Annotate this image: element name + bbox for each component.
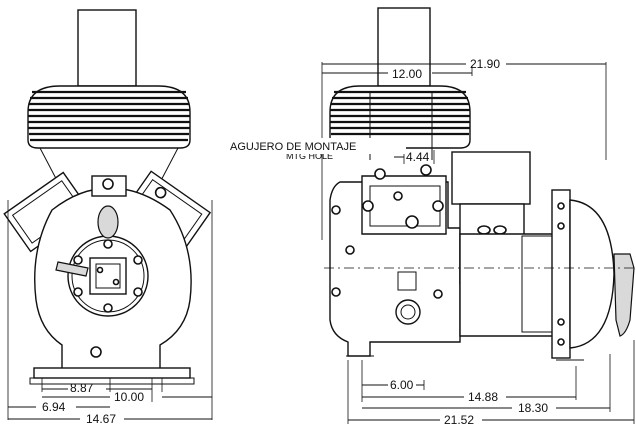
dimension-18-30: 18.30 [518, 401, 548, 415]
side-view-finned-head [329, 85, 471, 149]
end-view [3, 9, 212, 385]
dimension-21-90: 21.90 [470, 57, 500, 71]
mounting-hole-label-original: MTG HOLE [286, 151, 333, 161]
side-view [324, 7, 636, 361]
dimension-21-52: 21.52 [444, 413, 474, 427]
dimension-6-94: 6.94 [42, 400, 66, 414]
dimension-4-44: 4.44 [406, 150, 430, 164]
dimension-10-00: 10.00 [114, 390, 144, 404]
dimension-14-88: 14.88 [468, 390, 498, 404]
side-view-terminal-box [451, 151, 531, 205]
dimension-6-00: 6.00 [390, 378, 414, 392]
dimension-8-87: 8.87 [70, 381, 94, 395]
dimension-14-67: 14.67 [86, 412, 116, 426]
end-view-dimensions [7, 200, 213, 420]
end-view-top-pipe [77, 9, 137, 87]
side-view-end-flange [551, 189, 571, 359]
mounting-hole-callout: AGUJERO DE MONTAJE [230, 141, 356, 153]
end-view-finned-head [27, 85, 191, 149]
side-view-end-terminal [613, 253, 635, 337]
dimension-12-00: 12.00 [392, 67, 422, 81]
mounting-hole-callout-box [226, 138, 406, 154]
side-view-motor-housing [459, 233, 557, 337]
